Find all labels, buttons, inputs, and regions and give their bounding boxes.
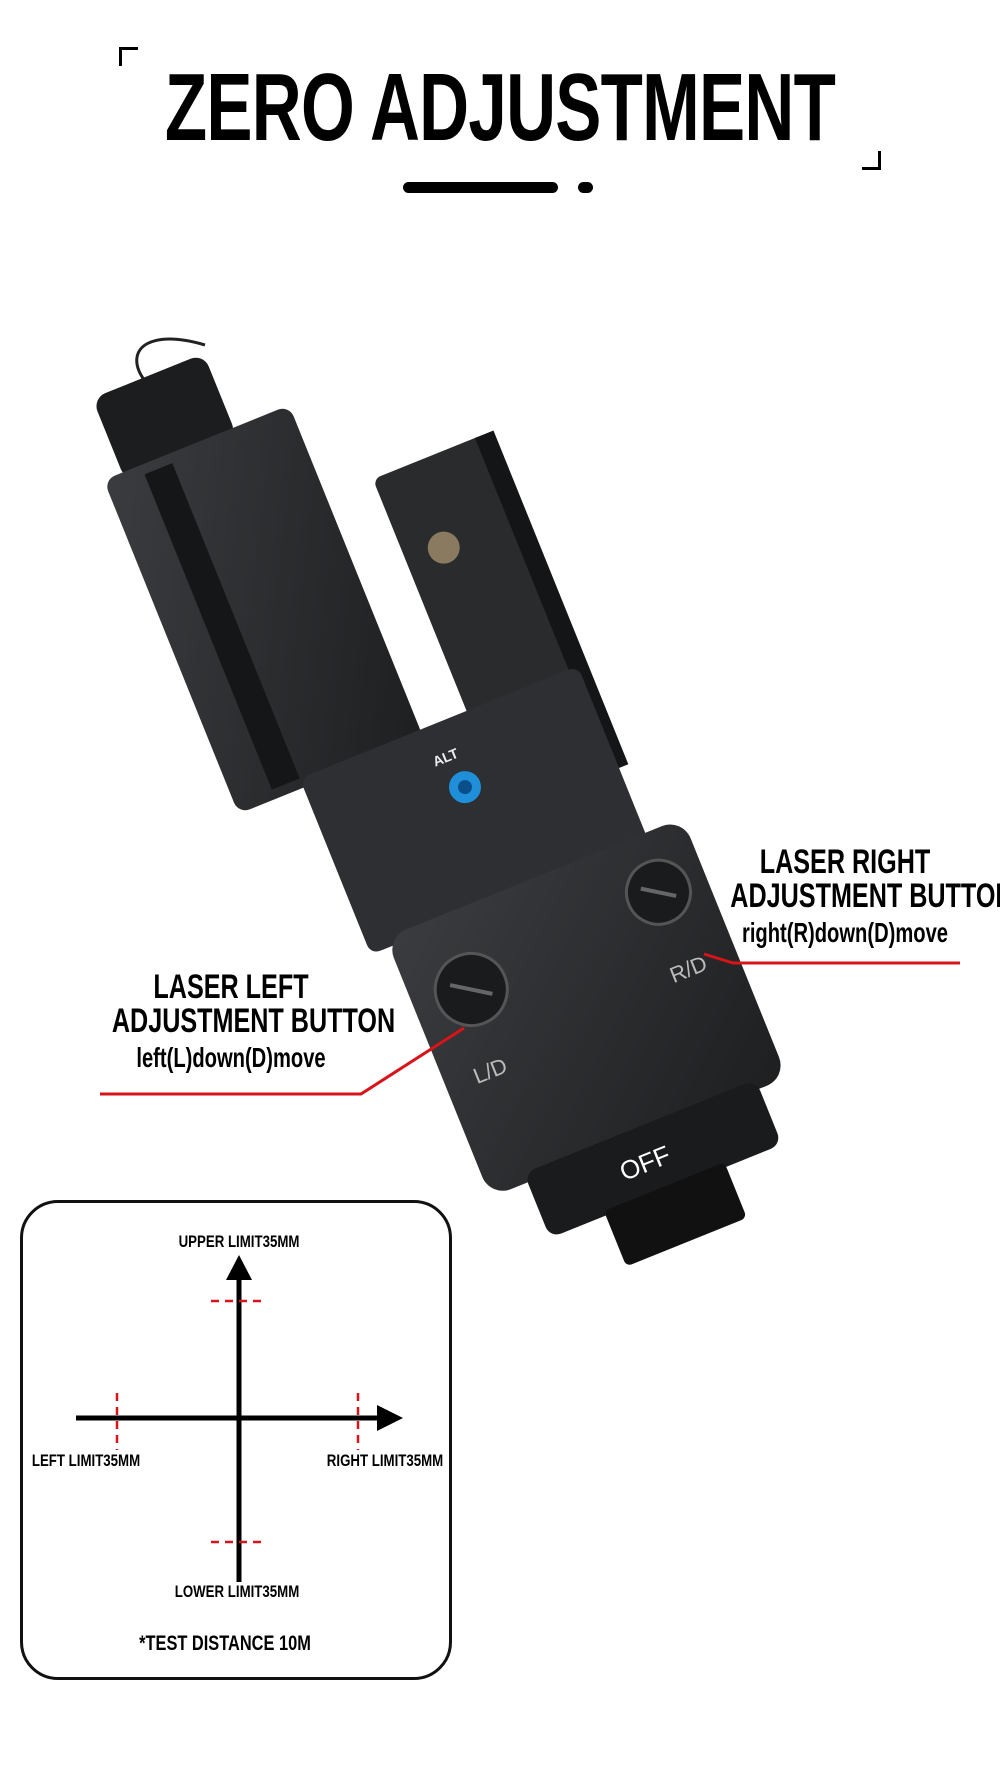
left-callout: LASER LEFT ADJUSTMENT BUTTON left(L)down…: [70, 968, 396, 1073]
mode-selector-dial: [527, 1083, 779, 1235]
title-bracket-top-left: [119, 47, 138, 66]
right-callout-description: right(R)down(D)move: [741, 917, 949, 948]
title-underline: [403, 182, 558, 193]
left-callout-line: [100, 1026, 465, 1096]
up-arrow-icon: [226, 1255, 252, 1280]
right-callout-title-2: ADJUSTMENT BUTTON: [730, 877, 1000, 915]
upper-limit-label: UPPER LIMIT35MM: [178, 1232, 300, 1251]
right-arrow-icon: [377, 1405, 403, 1431]
page-title: ZERO ADJUSTMENT: [164, 54, 836, 161]
test-distance-note: *TEST DISTANCE 10M: [139, 1632, 311, 1655]
right-callout-line: [703, 952, 960, 965]
mount-screw: [427, 531, 460, 564]
laser-housing: [392, 824, 781, 1191]
right-callout: LASER RIGHT ADJUSTMENT BUTTON right(R)do…: [690, 845, 1000, 948]
zero-limit-diagram: [20, 1200, 452, 1680]
right-limit-label: RIGHT LIMIT35MM: [326, 1451, 444, 1470]
left-callout-title-2: ADJUSTMENT BUTTON: [111, 1002, 396, 1040]
title-underline-dot: [578, 182, 593, 193]
left-limit-label: LEFT LIMIT35MM: [31, 1451, 141, 1470]
left-callout-description: left(L)down(D)move: [136, 1042, 326, 1073]
title-bracket-bottom-right: [862, 151, 881, 170]
right-callout-title-1: LASER RIGHT: [759, 843, 931, 881]
device-lower-body: [302, 669, 646, 952]
left-callout-title-1: LASER LEFT: [153, 968, 309, 1006]
lower-limit-label: LOWER LIMIT35MM: [174, 1582, 300, 1601]
